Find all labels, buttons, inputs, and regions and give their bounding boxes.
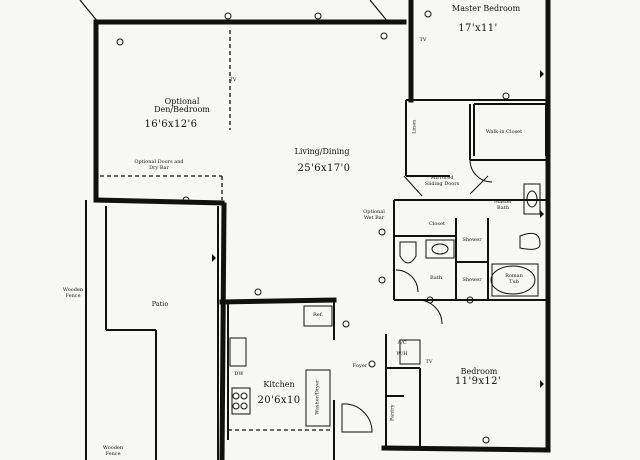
dw-label: DW — [234, 371, 244, 377]
shower-label-2: Shower — [462, 277, 482, 283]
patio-label: Patio — [151, 300, 169, 308]
washer-dryer-label: Washer/Dryer — [314, 379, 321, 415]
bedroom-dims: 11'9x12' — [454, 376, 502, 387]
roman-tub-label: Roman Tub — [505, 273, 523, 285]
wooden-fence-label-2: Wooden Fence — [102, 445, 124, 457]
outlet-marks — [212, 70, 544, 388]
optional-doors-label: Optional Doors and Dry Bar — [134, 159, 184, 171]
ac-label: A/C — [397, 340, 407, 346]
door-swings — [341, 159, 493, 433]
optional-doors-dashes — [100, 30, 330, 431]
exterior-walls — [93, 0, 551, 460]
roof-lines — [79, 0, 389, 23]
closet-label: Closet — [429, 221, 445, 227]
master-bath-label: Master Bath — [493, 199, 513, 211]
bath-fixtures — [229, 183, 541, 427]
master-bedroom-label: Master Bedroom — [452, 4, 521, 13]
linen-label: Linen — [411, 119, 418, 134]
wet-bar-label: Optional Wet Bar — [363, 209, 385, 221]
ref-label: Ref. — [313, 312, 323, 318]
master-bedroom-dims: 17'x11' — [458, 23, 498, 34]
bath-label: Bath — [430, 275, 442, 281]
kitchen-dims: 20'6x10 — [257, 395, 301, 406]
fixture-symbols — [116, 10, 510, 444]
den-label: Optional Den/Bedroom — [154, 97, 210, 115]
tv-label-master: TV — [419, 37, 427, 43]
interior-walls — [85, 99, 547, 460]
pantry-label: Pantry — [389, 404, 396, 422]
wooden-fence-label-1: Wooden Fence — [62, 287, 84, 299]
walk-in-closet-label: Walk-in Closet — [485, 129, 523, 135]
mirrored-doors-label: Mirrored Sliding Doors — [424, 175, 460, 187]
kitchen-label: Kitchen — [263, 380, 295, 389]
living-dining-label: Living/Dining — [294, 147, 350, 156]
living-dining-dims: 25'6x17'0 — [297, 163, 351, 174]
tv-label-den: TV — [229, 77, 237, 83]
tv-label-bedroom: TV — [425, 359, 433, 365]
foyer-label: Foyer — [352, 363, 368, 369]
den-dims: 16'6x12'6 — [144, 119, 198, 130]
shower-label-1: Shower — [462, 237, 482, 243]
bedroom-label: Bedroom — [460, 367, 498, 376]
wh-label: W/H — [396, 351, 408, 357]
